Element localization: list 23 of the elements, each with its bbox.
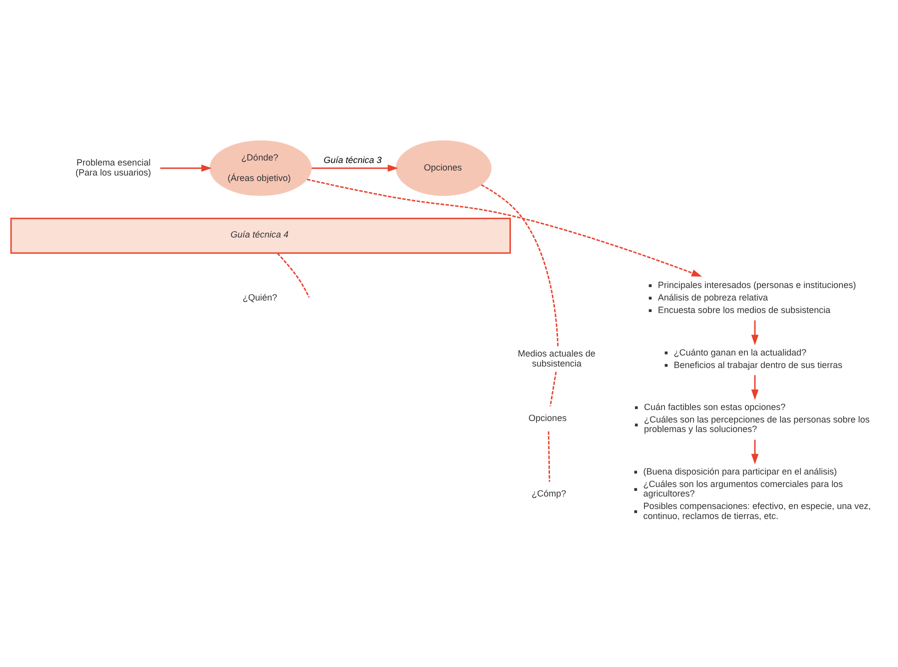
edge-label: Guía técnica 3 (324, 154, 382, 165)
node-text: Principales interesados (personas e instituciones) Análisis de pobreza relativa Encuesta sobre los medios de subsistencia (658, 280, 856, 315)
arrow (751, 375, 759, 400)
arrow (306, 178, 702, 277)
arrow (751, 440, 759, 464)
node-text: ¿Cómp? (532, 488, 566, 499)
arrow (751, 320, 759, 346)
connector (548, 431, 550, 482)
node-text: Problema esencial (Para los usuarios) (76, 158, 152, 178)
label: ¿Quién? (242, 292, 278, 302)
node-text: (Buena disposición para participar en el análisis) ¿Cuáles son los argumentos comerciales para los agricultores? Posibles compensaciones: efectivo, en especie, una vez, continuo, reclamos de tierras, etc. (643, 466, 871, 521)
node-ellipse: Opciones (396, 140, 492, 196)
connector (481, 184, 559, 347)
node-ellipse: ¿Dónde? (Áreas objetivo) (210, 140, 312, 196)
arrow (160, 164, 212, 172)
node-text: ¿Cuánto ganan en la actualidad? Beneficios al trabajar dentro de sus tierras (674, 347, 842, 370)
connector (276, 252, 310, 298)
arrow (312, 164, 398, 172)
node-box: Guía técnica 4 (10, 218, 511, 254)
node-text: Opciones (528, 413, 567, 424)
node-text: Cuán factibles son estas opciones? ¿Cuáles son las percepciones de las personas sobre los problemas y las soluciones? (644, 402, 870, 434)
connector (550, 372, 557, 406)
node-text: Medios actuales de subsistencia (518, 348, 596, 368)
